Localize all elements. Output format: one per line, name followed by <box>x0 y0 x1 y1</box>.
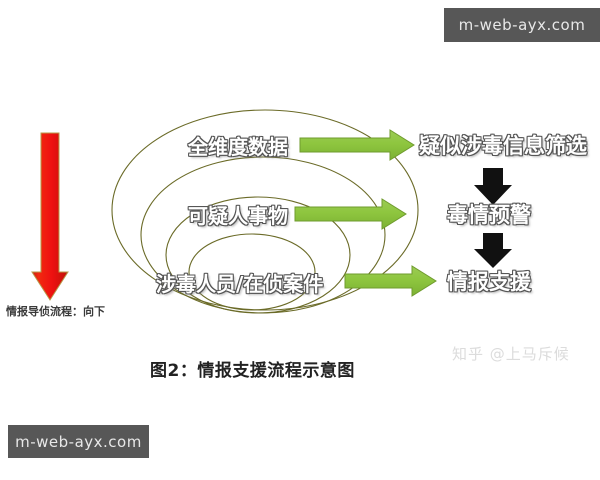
output-label-suspected-drug-info-screening: 疑似涉毒信息筛选 <box>419 134 587 158</box>
output-label-intelligence-support: 情报支援 <box>447 270 531 294</box>
output-label-drug-situation-warning: 毒情预警 <box>447 203 531 227</box>
nested-ellipses-icon <box>111 109 419 314</box>
source-label-suspicious-people-events-objects: 可疑人事物 <box>188 204 288 228</box>
black-down-arrow-icon <box>474 168 512 268</box>
watermark-bottom: m-web-ayx.com <box>8 425 149 458</box>
watermark-zhihu-author: 知乎 @上马斥候 <box>452 345 570 363</box>
watermark-top: m-web-ayx.com <box>444 8 600 42</box>
green-right-arrow-icon <box>294 129 437 297</box>
figure-caption: 图2：情报支援流程示意图 <box>150 361 355 381</box>
flow-direction-note: 情报导侦流程：向下 <box>6 305 105 318</box>
red-down-arrow-icon <box>31 132 69 301</box>
source-label-full-dimension-data: 全维度数据 <box>188 135 288 159</box>
source-label-drug-personnel-active-cases: 涉毒人员/在侦案件 <box>156 272 324 296</box>
